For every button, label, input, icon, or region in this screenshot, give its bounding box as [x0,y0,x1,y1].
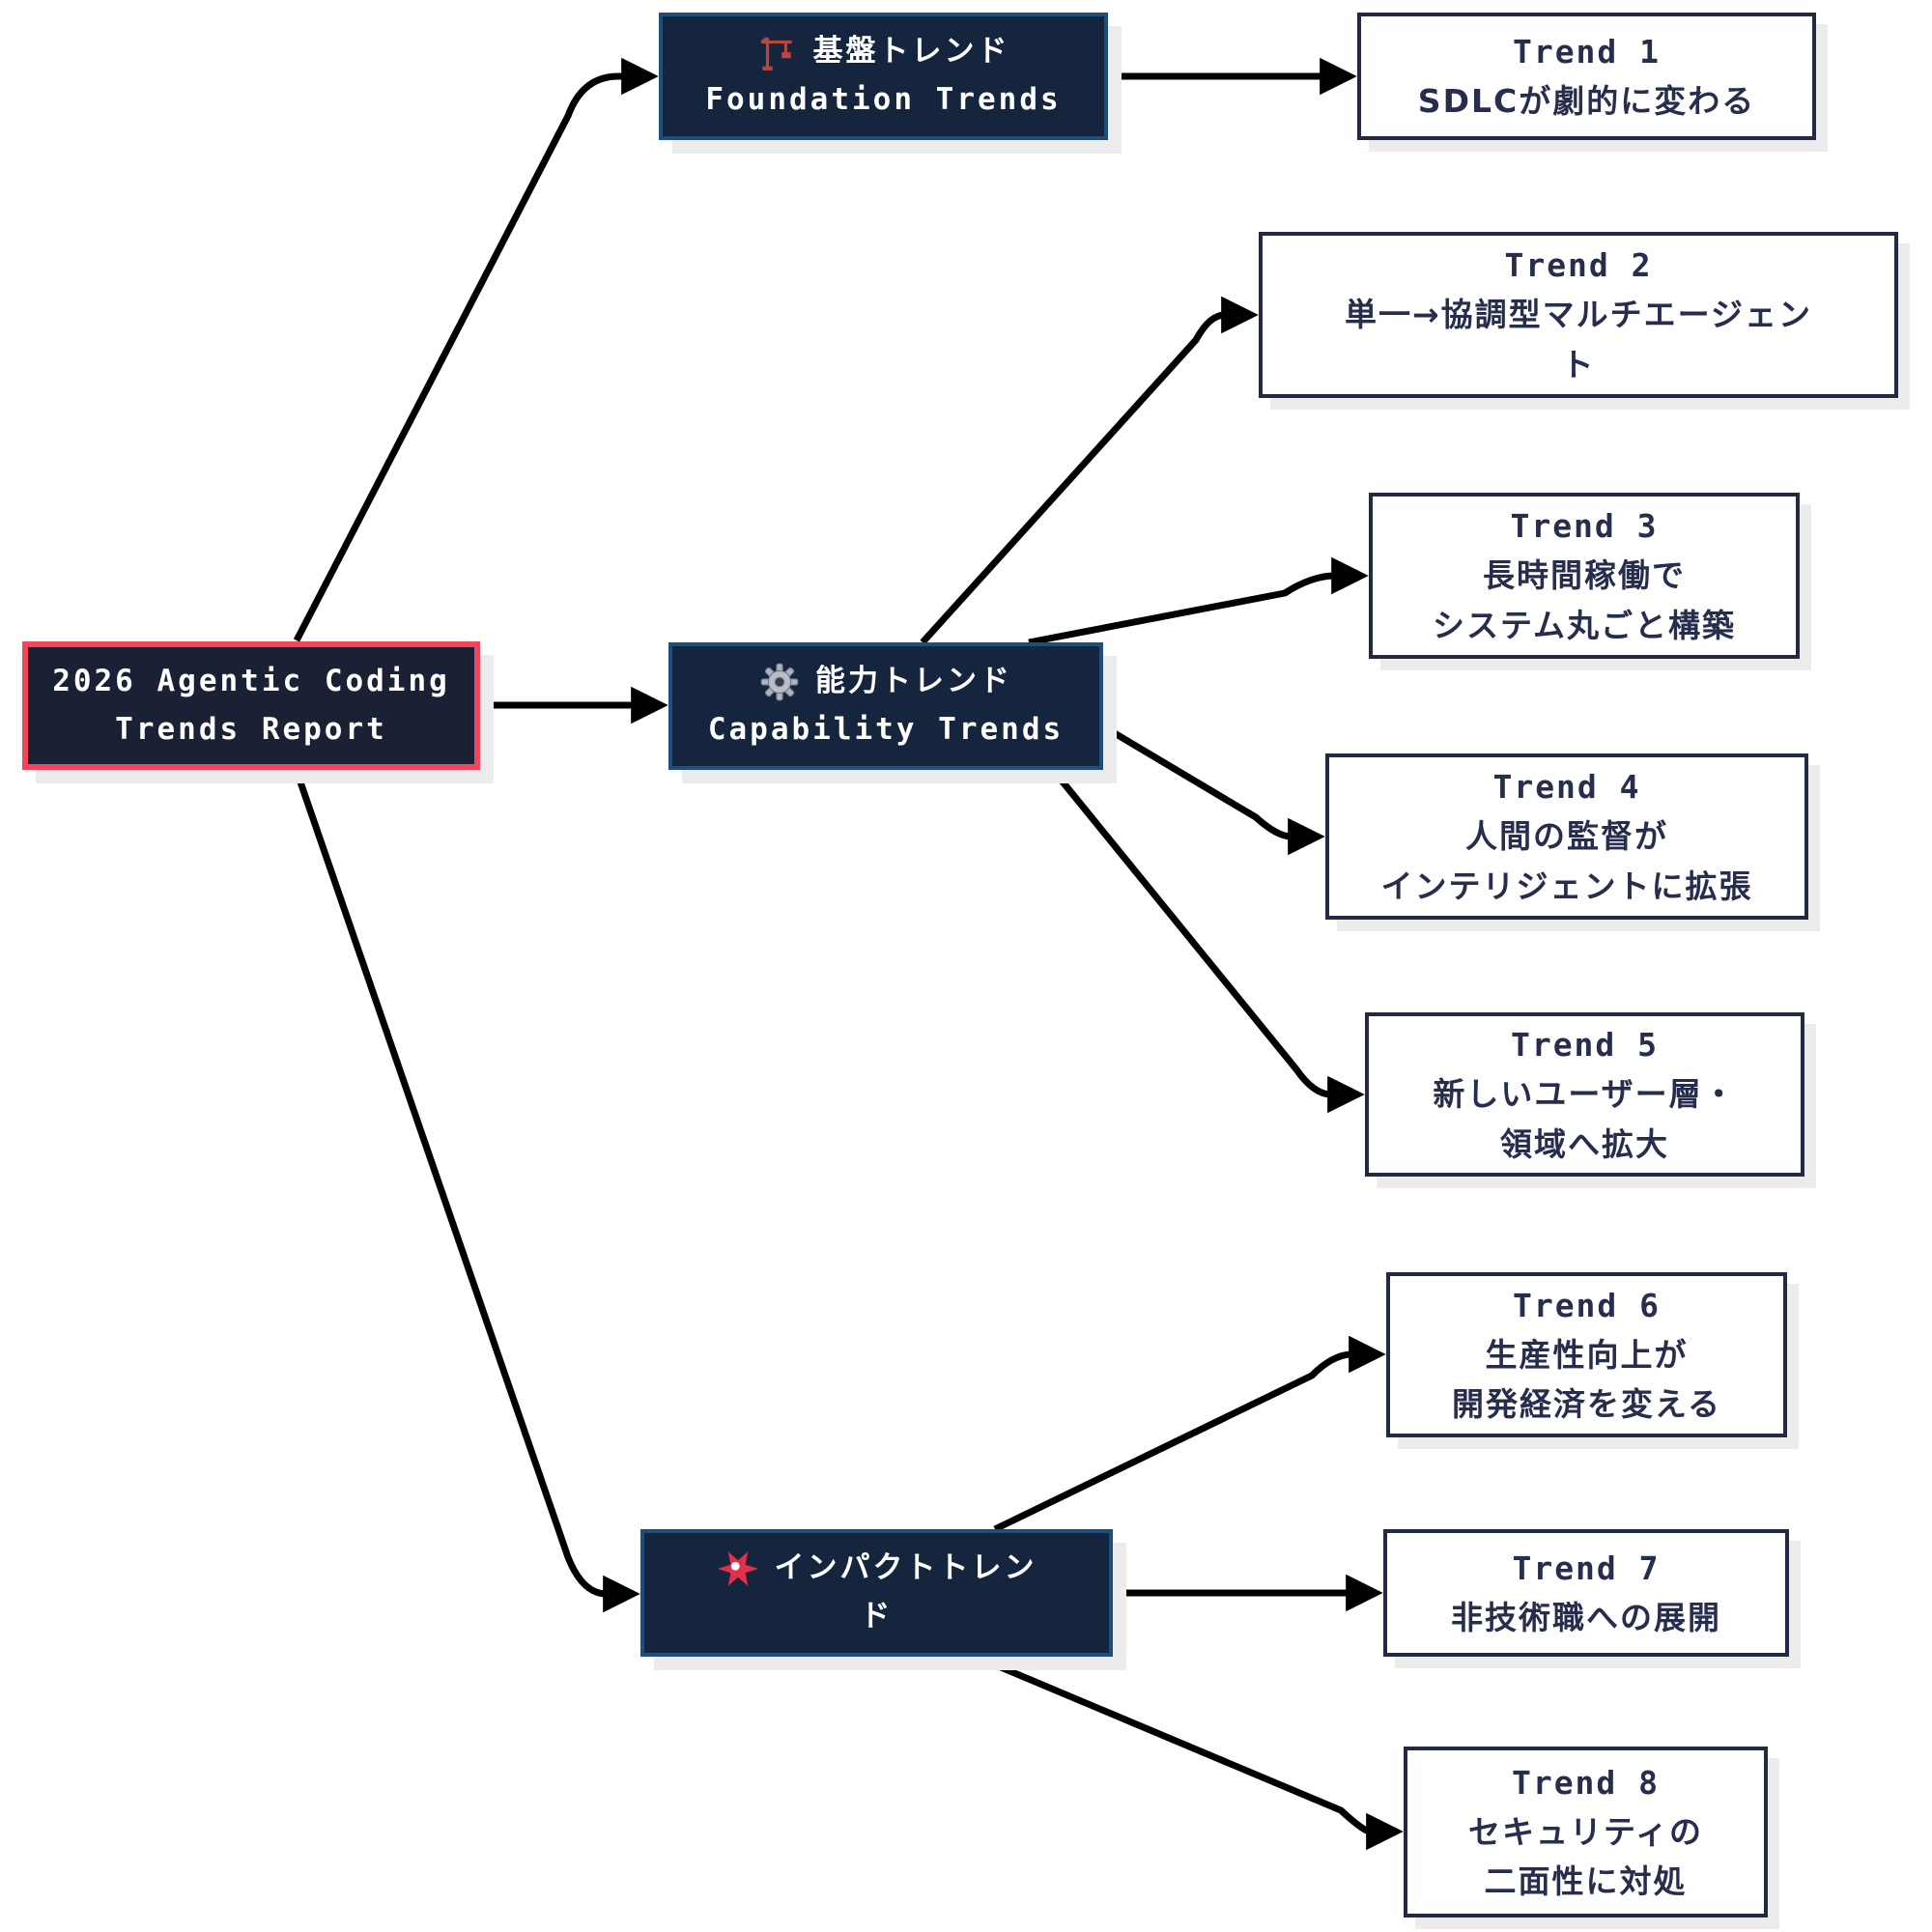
trend-text: SDLCが劇的に変わる [1417,82,1756,120]
edge-capability-trend2 [920,296,1259,645]
trend-text: 領域へ拡大 [1500,1124,1669,1163]
trend-node-1: Trend 1 SDLCが劇的に変わる [1357,13,1816,140]
root-title-line-2: Trends Report [115,711,387,747]
category-label-ja: インパクトトレン [774,1550,1037,1586]
trend-title: Trend 4 [1492,768,1641,807]
category-label-en: Foundation Trends [705,82,1062,117]
trend-title: Trend 1 [1512,32,1662,71]
trend-node-6: Trend 6 生産性向上が 開発経済を変える [1386,1272,1787,1437]
trend-text: 新しいユーザー層・ [1433,1075,1737,1114]
trend-node-4: Trend 4 人間の監督が インテリジェントに拡張 [1325,753,1808,920]
edge-impact-trend6 [993,1335,1386,1533]
trend-text: 非技術職への展開 [1451,1599,1721,1636]
trend-title: Trend 8 [1511,1763,1661,1802]
trend-text: 単一→協調型マルチエージェン [1345,296,1812,334]
trend-text: セキュリティの [1467,1812,1704,1851]
trend-title: Trend 5 [1510,1026,1660,1065]
edge-impact-trend8 [974,1653,1404,1851]
trend-text: ト [1561,345,1596,384]
trend-node-8: Trend 8 セキュリティの 二面性に対処 [1404,1747,1768,1918]
trend-node-7: Trend 7 非技術職への展開 [1383,1529,1789,1657]
edge-root-foundation [293,57,659,642]
burst-icon [717,1548,759,1590]
edge-capability-trend5 [1050,767,1365,1114]
category-node-capability: 能力トレンド Capability Trends [668,642,1103,770]
trend-title: Trend 3 [1510,507,1659,546]
root-title-line-1: 2026 Agentic Coding [52,663,450,698]
trend-node-3: Trend 3 長時間稼働で システム丸ごと構築 [1369,493,1800,659]
trend-text: システム丸ごと構築 [1432,606,1736,644]
trend-text: インテリジェントに拡張 [1380,867,1753,905]
category-node-impact: インパクトトレン ド [640,1529,1113,1657]
root-node: 2026 Agentic Coding Trends Report [22,641,480,770]
trend-node-5: Trend 5 新しいユーザー層・ 領域へ拡大 [1365,1012,1804,1177]
category-label-ja-wrap: ド [860,1599,894,1634]
trend-title: Trend 2 [1504,246,1653,285]
trend-text: 長時間稼働で [1483,556,1686,595]
gear-icon [759,662,800,702]
trend-text: 二面性に対処 [1484,1862,1688,1901]
crane-icon [757,32,798,72]
category-node-foundation: 基盤トレンド Foundation Trends [659,13,1108,140]
edge-capability-trend3 [1028,556,1369,646]
trend-title: Trend 6 [1512,1286,1662,1324]
edge-root-impact [293,769,640,1613]
category-label-ja: 基盤トレンド [812,34,1010,70]
edge-capability-trend4 [1101,723,1325,856]
trend-text: 生産性向上が [1485,1335,1689,1374]
trend-node-2: Trend 2 単一→協調型マルチエージェン ト [1259,232,1898,398]
trend-title: Trend 7 [1512,1548,1661,1587]
trend-text: 開発経済を変える [1451,1385,1721,1424]
category-label-ja: 能力トレンド [815,664,1012,699]
trend-text: 人間の監督が [1465,817,1668,856]
category-label-en: Capability Trends [707,712,1065,747]
